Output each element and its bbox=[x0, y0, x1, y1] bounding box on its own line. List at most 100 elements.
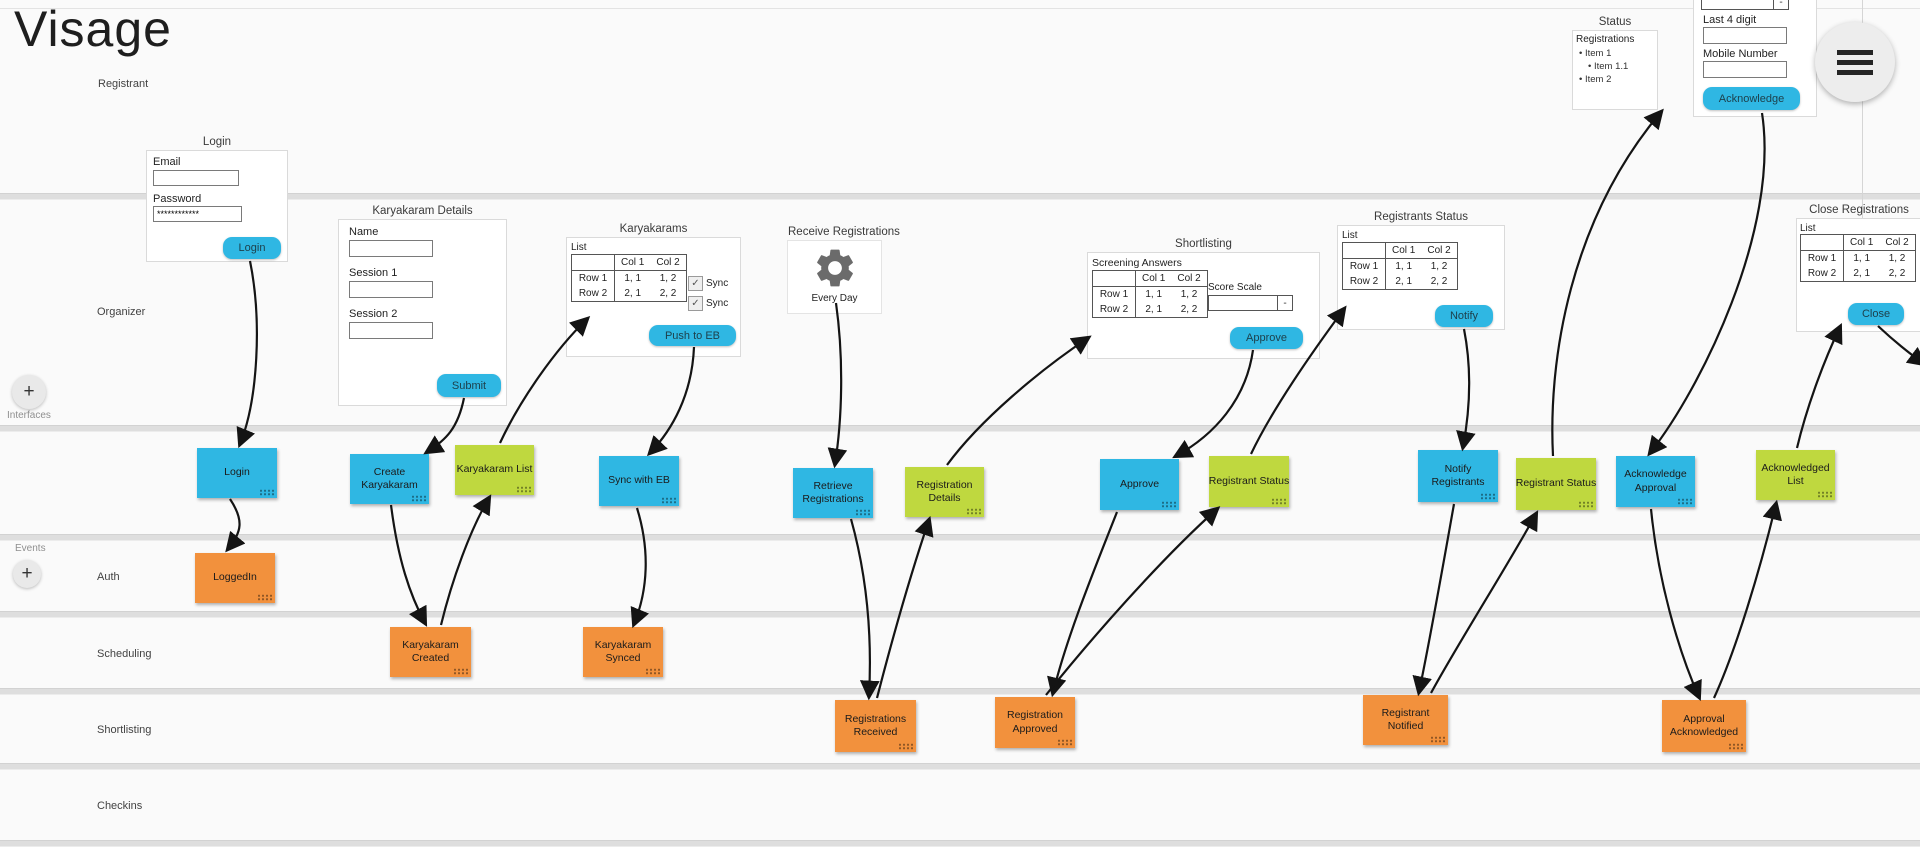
receive-registrations-panel: Receive Registrations Every Day bbox=[787, 226, 900, 314]
session1-input[interactable] bbox=[349, 281, 433, 298]
status-item-1-1: Item 1.1 bbox=[1588, 61, 1628, 72]
node-retrieve-registrations[interactable]: Retrieve Registrations bbox=[793, 468, 873, 518]
node-registrant-status-2[interactable]: Registrant Status bbox=[1516, 458, 1596, 510]
status-heading: Registrations bbox=[1576, 34, 1635, 45]
resize-grip[interactable] bbox=[411, 495, 426, 502]
karyakarams-title: Karyakarams bbox=[619, 223, 688, 235]
resize-grip[interactable] bbox=[661, 497, 676, 504]
arrow-approvebtn-to-approve bbox=[1172, 349, 1255, 459]
last4-input[interactable] bbox=[1703, 27, 1787, 44]
resize-grip[interactable] bbox=[898, 743, 913, 750]
node-registrant-notified[interactable]: Registrant Notified bbox=[1363, 695, 1448, 745]
frame-right-edge bbox=[1862, 0, 1863, 292]
push-to-eb-button[interactable]: Push to EB bbox=[649, 325, 736, 346]
resize-grip[interactable] bbox=[516, 486, 531, 493]
resize-grip[interactable] bbox=[1057, 739, 1072, 746]
top-divider bbox=[0, 8, 1920, 9]
status-panel-title: Status bbox=[1598, 16, 1632, 28]
resize-grip[interactable] bbox=[855, 509, 870, 516]
acknowledge-button[interactable]: Acknowledge bbox=[1703, 87, 1800, 110]
resize-grip[interactable] bbox=[966, 508, 981, 515]
list-label: List bbox=[571, 242, 587, 253]
dropdown-arrow-icon: - bbox=[1773, 0, 1788, 9]
notify-button[interactable]: Notify bbox=[1435, 305, 1493, 327]
score-scale-select[interactable]: - bbox=[1208, 295, 1293, 311]
status-item-1: Item 1 bbox=[1579, 48, 1628, 59]
karyakaram-details-title: Karyakaram Details bbox=[372, 205, 473, 217]
resize-grip[interactable] bbox=[1677, 498, 1692, 505]
session2-input[interactable] bbox=[349, 322, 433, 339]
resize-grip[interactable] bbox=[453, 668, 468, 675]
add-interface-button[interactable]: + bbox=[12, 375, 46, 409]
resize-grip[interactable] bbox=[1728, 743, 1743, 750]
registrants-status-title: Registrants Status bbox=[1374, 211, 1468, 223]
login-button[interactable]: Login bbox=[223, 237, 281, 259]
password-input[interactable] bbox=[153, 206, 242, 222]
resize-grip[interactable] bbox=[1578, 501, 1593, 508]
node-notify-registrants[interactable]: Notify Registrants bbox=[1418, 450, 1498, 502]
dropdown-arrow-icon: - bbox=[1277, 296, 1292, 310]
node-approval-acknowledged[interactable]: Approval Acknowledged bbox=[1662, 700, 1746, 752]
lane-divider bbox=[0, 534, 1920, 541]
acknowledge-panel: - Last 4 digit Mobile Number Acknowledge bbox=[1693, 0, 1817, 117]
acknowledge-select[interactable]: - bbox=[1701, 0, 1789, 10]
close-button[interactable]: Close bbox=[1848, 303, 1904, 325]
node-create-karyakaram[interactable]: Create Karyakaram bbox=[350, 454, 429, 504]
resize-grip[interactable] bbox=[1430, 736, 1445, 743]
node-acknowledge-approval[interactable]: Acknowledge Approval bbox=[1616, 456, 1695, 507]
resize-grip[interactable] bbox=[257, 594, 272, 601]
node-registration-approved[interactable]: Registration Approved bbox=[995, 697, 1075, 748]
node-registration-details[interactable]: Registration Details bbox=[905, 467, 984, 517]
name-input[interactable] bbox=[349, 240, 433, 257]
add-event-button[interactable]: + bbox=[13, 560, 41, 588]
sync-checkbox-1[interactable]: ✓ bbox=[688, 276, 703, 291]
arrow-ackbtn-to-ackapproval bbox=[1647, 112, 1766, 457]
lane-divider bbox=[0, 688, 1920, 695]
node-approve[interactable]: Approve bbox=[1100, 459, 1179, 510]
resize-grip[interactable] bbox=[1817, 491, 1832, 498]
node-acknowledged-list[interactable]: Acknowledged List bbox=[1756, 450, 1835, 500]
check-icon: ✓ bbox=[691, 278, 700, 289]
email-label: Email bbox=[153, 156, 181, 168]
node-login[interactable]: Login bbox=[197, 448, 277, 498]
resize-grip[interactable] bbox=[1271, 498, 1286, 505]
lane-divider bbox=[0, 193, 1920, 200]
node-loggedin[interactable]: LoggedIn bbox=[195, 553, 275, 603]
node-registrant-status-1[interactable]: Registrant Status bbox=[1209, 456, 1289, 507]
node-sync-with-eb[interactable]: Sync with EB bbox=[599, 456, 679, 506]
arrow-login-to-loggedin bbox=[225, 498, 246, 553]
resize-grip[interactable] bbox=[259, 489, 274, 496]
arrow-sync-to-synced bbox=[630, 507, 650, 629]
schedule-label: Every Day bbox=[811, 293, 858, 304]
sync-label-2: Sync bbox=[706, 298, 729, 309]
section-label-interfaces: Interfaces bbox=[7, 410, 51, 421]
node-registrations-received[interactable]: Registrations Received bbox=[835, 700, 916, 752]
submit-button[interactable]: Submit bbox=[437, 374, 501, 397]
node-karyakaram-created[interactable]: Karyakaram Created bbox=[390, 627, 471, 677]
resize-grip[interactable] bbox=[645, 668, 660, 675]
lane-label-organizer: Organizer bbox=[97, 306, 146, 318]
arrow-details-to-screening bbox=[946, 335, 1092, 466]
lane-divider bbox=[0, 763, 1920, 770]
email-input[interactable] bbox=[153, 170, 239, 186]
node-karyakaram-synced[interactable]: Karyakaram Synced bbox=[583, 627, 663, 677]
node-karyakaram-list[interactable]: Karyakaram List bbox=[455, 445, 534, 495]
mobile-number-input[interactable] bbox=[1703, 61, 1787, 78]
section-label-events: Events bbox=[15, 543, 46, 554]
arrow-gear-to-retrieve bbox=[827, 302, 848, 469]
sync-checkbox-2[interactable]: ✓ bbox=[688, 296, 703, 311]
check-icon: ✓ bbox=[691, 298, 700, 309]
approve-button[interactable]: Approve bbox=[1230, 327, 1303, 349]
resize-grip[interactable] bbox=[1161, 501, 1176, 508]
last4-label: Last 4 digit bbox=[1703, 14, 1757, 26]
receive-registrations-title: Receive Registrations bbox=[788, 226, 900, 238]
karyakaram-details-panel: Karyakaram Details Name Session 1 Sessio… bbox=[338, 205, 507, 406]
menu-button[interactable] bbox=[1815, 22, 1895, 102]
arrow-rstatus2-to-status bbox=[1551, 108, 1664, 457]
resize-grip[interactable] bbox=[1480, 493, 1495, 500]
gear-icon bbox=[812, 245, 858, 296]
